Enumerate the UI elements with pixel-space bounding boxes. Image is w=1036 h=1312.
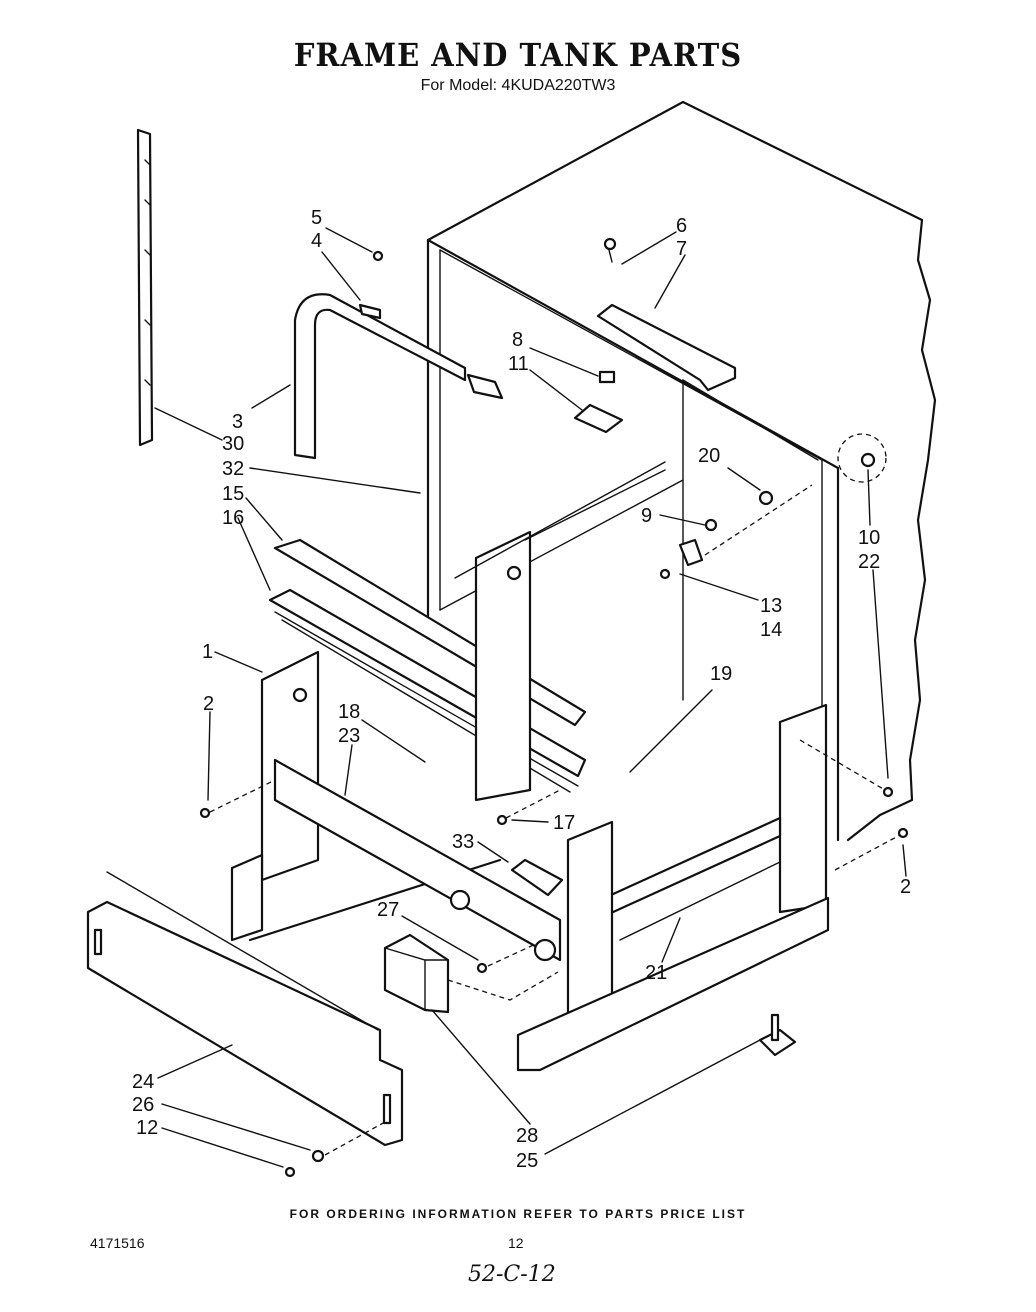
document-number: 4171516 [90, 1235, 145, 1251]
callout-24: 24 [132, 1071, 154, 1093]
model-subtitle: For Model: 4KUDA220TW3 [420, 77, 616, 94]
front-right-frame [516, 820, 830, 1072]
callout-13: 13 [760, 595, 782, 617]
callout-20: 20 [698, 445, 720, 467]
left-frame-part-1 [230, 650, 502, 942]
vent-duct-part-3 [293, 293, 504, 460]
rear-frame-part-19 [454, 461, 828, 914]
callout-5: 5 [311, 207, 322, 229]
callout-18: 18 [338, 701, 360, 723]
callout-6: 6 [676, 215, 687, 237]
pad-part-33 [510, 858, 564, 897]
callout-10: 10 [858, 527, 880, 549]
callout-15: 15 [222, 483, 244, 505]
callout-16: 16 [222, 507, 244, 529]
page-number: 12 [508, 1235, 524, 1251]
callout-32: 32 [222, 458, 244, 480]
callout-3: 3 [232, 411, 243, 433]
ordering-info-footer: FOR ORDERING INFORMATION REFER TO PARTS … [289, 1207, 747, 1221]
callout-33: 33 [452, 831, 474, 853]
callout-30: 30 [222, 433, 244, 455]
side-rail-part-30 [136, 128, 154, 447]
callout-22: 22 [858, 551, 880, 573]
assembly-lines [209, 484, 901, 1156]
leader-lines [154, 227, 907, 1168]
screws [199, 250, 909, 1178]
callout-19: 19 [710, 663, 732, 685]
small-parts-8-11 [573, 370, 624, 434]
module-part-28 [383, 933, 450, 1014]
callout-12: 12 [136, 1117, 158, 1139]
callout-26: 26 [132, 1094, 154, 1116]
callout-2-right: 2 [900, 876, 911, 898]
callout-21: 21 [645, 962, 667, 984]
leveling-leg-part-25 [758, 1013, 797, 1057]
callout-27: 27 [377, 899, 399, 921]
callout-2-left: 2 [203, 693, 214, 715]
callout-4: 4 [311, 230, 322, 252]
callout-9: 9 [641, 505, 652, 527]
callout-8: 8 [512, 329, 523, 351]
toe-panel-part-24 [86, 871, 404, 1147]
callout-labels: 5 4 6 7 8 11 3 30 32 15 16 20 9 10 22 13… [132, 207, 911, 1172]
callout-1: 1 [202, 641, 213, 663]
callout-25: 25 [516, 1150, 538, 1172]
callout-28: 28 [516, 1125, 538, 1147]
callout-23: 23 [338, 725, 360, 747]
callout-14: 14 [760, 619, 782, 641]
callout-7: 7 [676, 238, 687, 260]
page-title: FRAME AND TANK PARTS [293, 36, 743, 74]
callout-17: 17 [553, 812, 575, 834]
handwritten-note: 52-C-12 [468, 1262, 556, 1287]
bracket-part-7 [596, 237, 737, 392]
callout-11: 11 [508, 353, 529, 375]
